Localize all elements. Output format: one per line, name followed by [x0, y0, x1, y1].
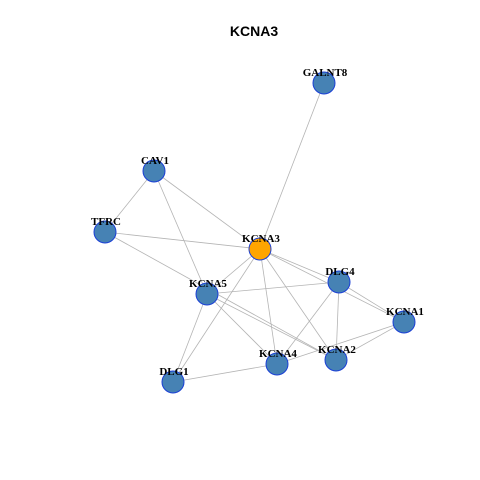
edge-kcna5-kcna2: [206, 293, 337, 361]
edge-kcna3-kcna4: [259, 248, 278, 365]
node-label-kcna2: KCNA2: [318, 344, 356, 356]
edge-tfrc-kcna3: [104, 231, 261, 250]
edge-tfrc-kcna2: [104, 231, 337, 361]
edge-kcna5-dlg1: [172, 293, 208, 383]
node-kcna3[interactable]: KCNA3: [242, 233, 280, 261]
edge-dlg4-kcna4: [276, 281, 340, 365]
edge-kcna3-dlg1: [172, 248, 261, 383]
node-circle-cav1[interactable]: [142, 159, 166, 183]
node-tfrc[interactable]: TFRC: [91, 216, 121, 244]
node-label-kcna1: KCNA1: [386, 306, 424, 318]
edge-kcna3-kcna5: [206, 248, 261, 295]
node-label-cav1: CAV1: [141, 155, 169, 167]
edge-layer: [104, 82, 405, 383]
node-label-kcna3: KCNA3: [242, 233, 280, 245]
node-circle-kcna2[interactable]: [324, 348, 348, 372]
edge-cav1-kcna3: [153, 170, 261, 250]
node-circle-kcna1[interactable]: [392, 310, 416, 334]
edge-cav1-tfrc: [104, 170, 155, 233]
node-circle-dlg1[interactable]: [161, 370, 185, 394]
edge-cav1-kcna5: [153, 170, 208, 295]
node-label-kcna5: KCNA5: [189, 278, 227, 290]
node-circle-kcna4[interactable]: [265, 352, 289, 376]
edge-kcna1-kcna2: [335, 321, 405, 361]
node-kcna2[interactable]: KCNA2: [318, 344, 356, 372]
node-circle-kcna5[interactable]: [195, 282, 219, 306]
node-cav1[interactable]: CAV1: [141, 155, 169, 183]
node-kcna4[interactable]: KCNA4: [259, 348, 297, 376]
node-label-galnt8: GALNT8: [303, 67, 348, 79]
node-circle-tfrc[interactable]: [93, 220, 117, 244]
edge-kcna3-dlg4: [259, 248, 340, 283]
edge-kcna4-dlg1: [172, 363, 278, 383]
node-label-tfrc: TFRC: [91, 216, 121, 228]
node-kcna1[interactable]: KCNA1: [386, 306, 424, 334]
node-galnt8[interactable]: GALNT8: [303, 67, 348, 95]
node-label-dlg4: DLG4: [325, 266, 355, 278]
node-label-dlg1: DLG1: [159, 366, 188, 378]
node-kcna5[interactable]: KCNA5: [189, 278, 227, 306]
node-circle-kcna3[interactable]: [248, 237, 272, 261]
edge-kcna3-kcna2: [259, 248, 337, 361]
edge-galnt8-kcna3: [259, 82, 325, 250]
edge-dlg4-kcna5: [206, 281, 340, 295]
edge-kcna1-kcna4: [276, 321, 405, 365]
node-circle-dlg4[interactable]: [327, 270, 351, 294]
node-label-kcna4: KCNA4: [259, 348, 297, 360]
edge-dlg4-kcna1: [338, 281, 405, 323]
node-dlg1[interactable]: DLG1: [159, 366, 189, 394]
node-circle-galnt8[interactable]: [312, 71, 336, 95]
edge-dlg4-kcna2: [335, 281, 340, 361]
graph-title: KCNA3: [230, 23, 278, 39]
edge-kcna5-kcna4: [206, 293, 278, 365]
node-dlg4[interactable]: DLG4: [325, 266, 355, 294]
